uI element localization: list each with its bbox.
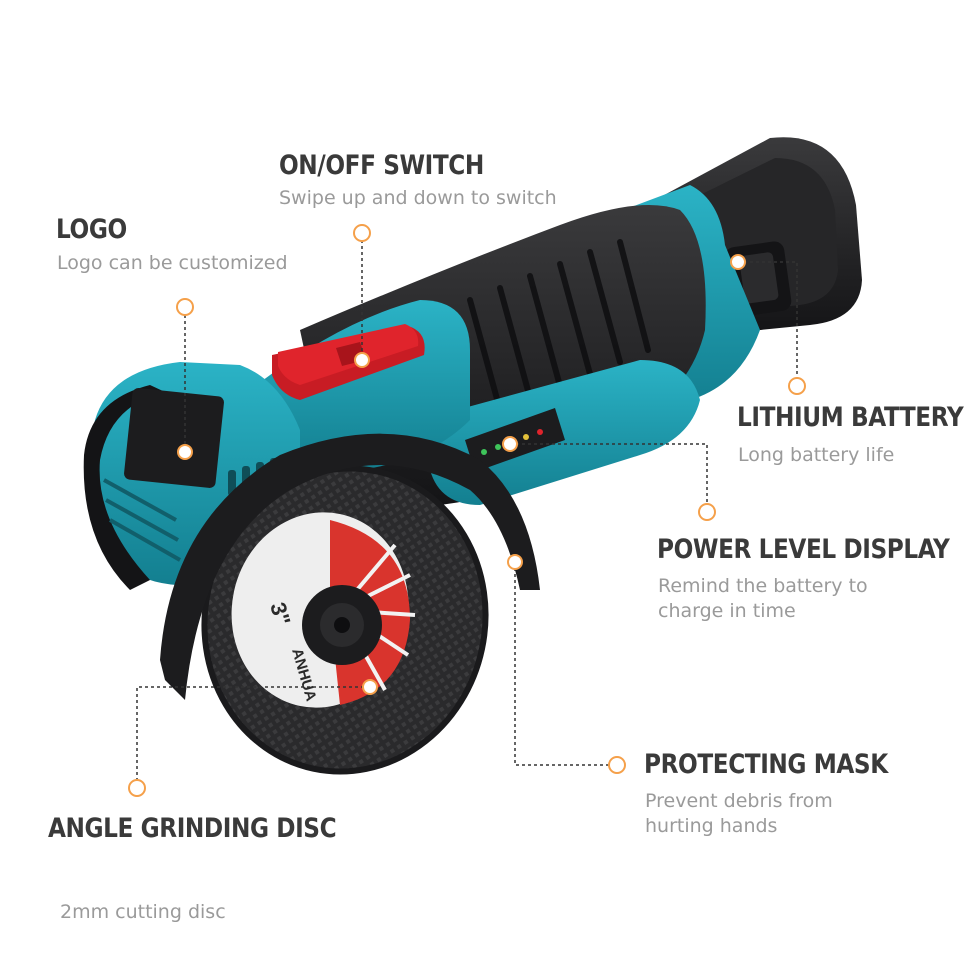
protecting-mask-title: PROTECTING MASK bbox=[644, 749, 888, 780]
power-level-title: POWER LEVEL DISPLAY bbox=[657, 534, 950, 565]
onoff-switch-desc: Swipe up and down to switch bbox=[279, 187, 557, 209]
marker-dot-icon bbox=[177, 254, 746, 695]
protecting-mask-desc-line-2: hurting hands bbox=[645, 815, 778, 837]
lithium-battery-title: LITHIUM BATTERY bbox=[737, 402, 964, 433]
protecting-mask-desc-line-1: Prevent debris from bbox=[645, 790, 833, 812]
grinding-disc-desc: 2mm cutting disc bbox=[60, 901, 226, 923]
logo-title: LOGO bbox=[56, 214, 127, 245]
grinding-disc-title: ANGLE GRINDING DISC bbox=[48, 813, 337, 844]
marker-ring-icon bbox=[128, 224, 806, 797]
power-level-desc-line-1: Remind the battery to bbox=[658, 575, 868, 597]
callout-markers bbox=[128, 224, 806, 797]
grinding-disc: 3" ANHUA bbox=[201, 465, 489, 775]
logo-desc: Logo can be customized bbox=[57, 252, 288, 274]
on-off-switch bbox=[272, 324, 425, 400]
lithium-battery-desc: Long battery life bbox=[738, 444, 895, 466]
power-level-desc-line-2: charge in time bbox=[658, 600, 796, 622]
protective-guard bbox=[160, 433, 540, 700]
onoff-switch-title: ON/OFF SWITCH bbox=[279, 150, 484, 181]
leader-lines bbox=[136, 240, 798, 780]
